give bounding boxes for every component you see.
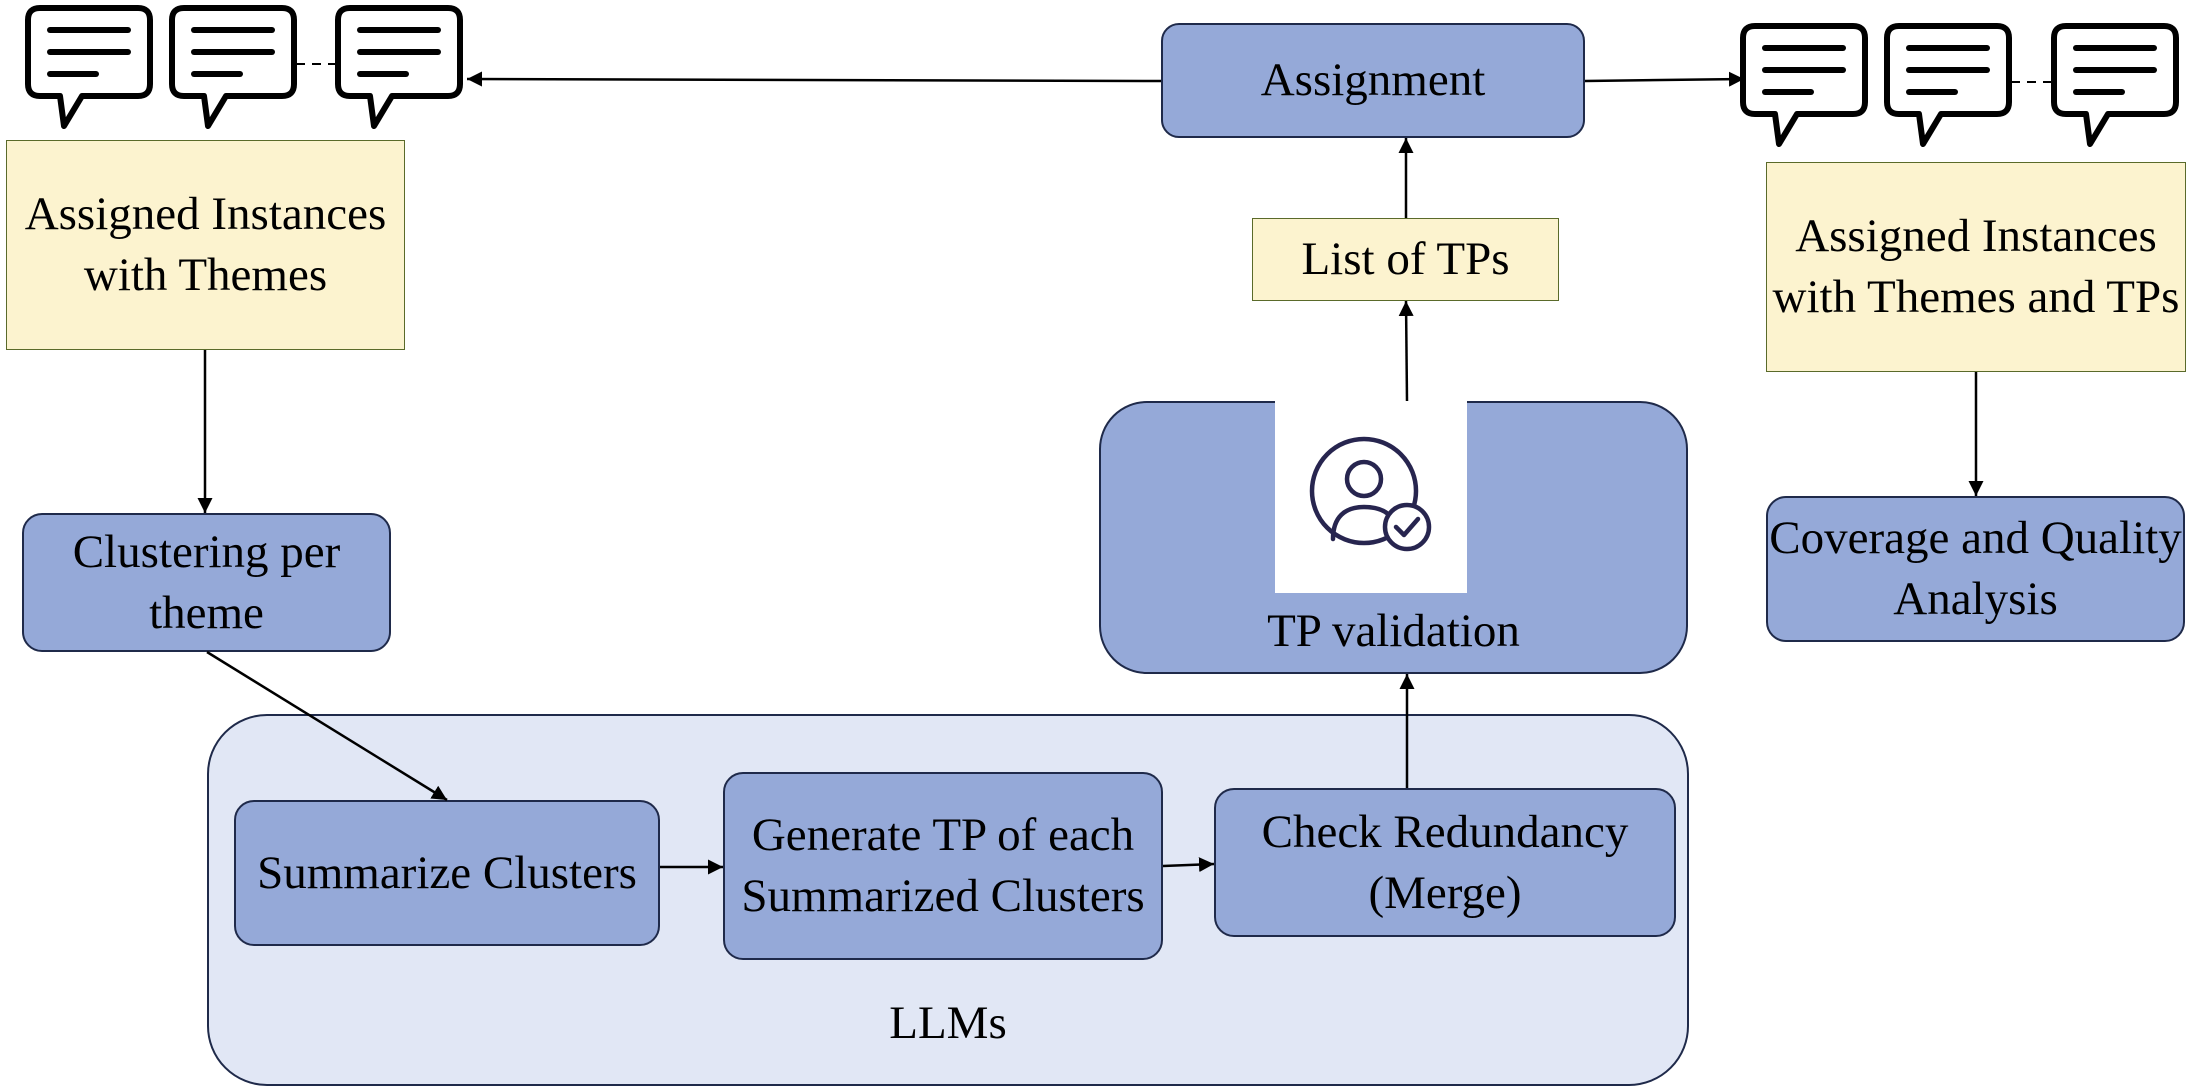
speech-bubble-icon	[2054, 26, 2176, 144]
assignment-box[interactable]: Assignment	[1161, 23, 1585, 138]
validator-icon-panel	[1275, 401, 1467, 593]
speech-bubble-icon	[338, 8, 460, 126]
tp-validation-label: TP validation	[1267, 605, 1520, 657]
speech-bubble-icon	[28, 8, 150, 126]
summarize-clusters-box[interactable]: Summarize Clusters	[234, 800, 660, 946]
llm-container-label: LLMs	[889, 997, 1007, 1049]
assignment-label: Assignment	[1260, 54, 1486, 106]
assigned-themes-box: Assigned Instances with Themes	[6, 140, 405, 350]
check-redundancy-label: Check Redundancy (Merge)	[1261, 805, 1629, 919]
check-redundancy-box[interactable]: Check Redundancy (Merge)	[1214, 788, 1676, 937]
assigned-themes-tps-box: Assigned Instances with Themes and TPs	[1766, 162, 2186, 372]
clustering-box[interactable]: Clustering per theme	[22, 513, 391, 652]
user-check-icon	[1309, 436, 1432, 552]
coverage-box[interactable]: Coverage and Quality Analysis	[1766, 496, 2185, 642]
assigned-themes-tps-label: Assigned Instances with Themes and TPs	[1772, 210, 2180, 323]
speech-bubble-icon	[1887, 26, 2009, 144]
clustering-label: Clustering per theme	[72, 525, 341, 639]
speech-bubble-icon	[172, 8, 294, 126]
list-of-tps-box: List of TPs	[1252, 218, 1559, 301]
speech-bubble-icon	[1743, 26, 1865, 144]
generate-tp-label: Generate TP of each Summarized Clusters	[741, 809, 1145, 922]
summarize-clusters-label: Summarize Clusters	[257, 846, 637, 899]
assigned-themes-label: Assigned Instances with Themes	[24, 188, 387, 301]
coverage-label: Coverage and Quality Analysis	[1769, 512, 2182, 625]
list-of-tps-label: List of TPs	[1301, 233, 1510, 285]
generate-tp-box[interactable]: Generate TP of each Summarized Clusters	[723, 772, 1163, 960]
